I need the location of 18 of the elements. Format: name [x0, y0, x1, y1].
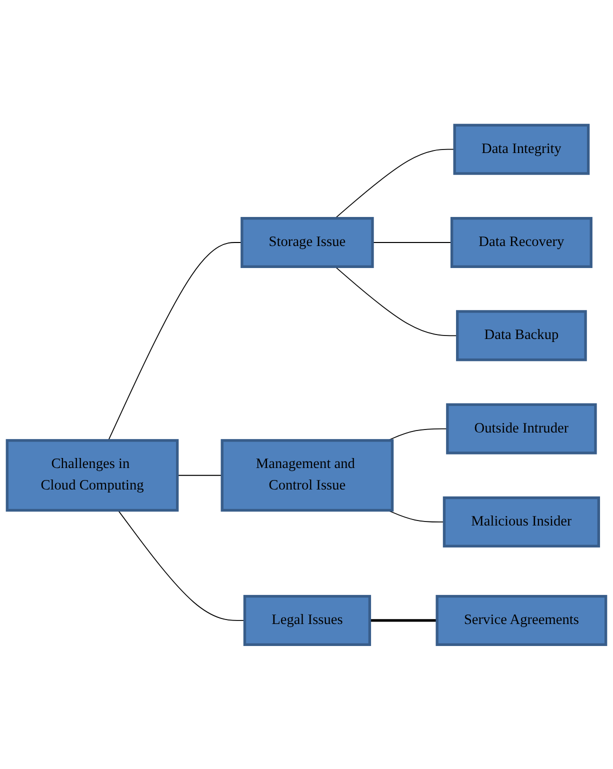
node-box: Data Backup — [456, 310, 587, 361]
node-box: Service Agreements — [436, 594, 608, 646]
connector — [372, 242, 452, 243]
connector — [334, 148, 456, 218]
connector — [387, 509, 445, 522]
node-box: Management and Control Issue — [220, 438, 394, 512]
node-box: Outside Intruder — [446, 402, 597, 454]
node-box: Data Integrity — [453, 123, 590, 174]
node-box: Challenges in Cloud Computing — [6, 438, 179, 512]
node-box: Storage Issue — [240, 216, 374, 268]
connector — [108, 242, 242, 440]
node-box: Legal Issues — [243, 594, 372, 646]
connector — [118, 509, 246, 620]
connector — [370, 618, 438, 622]
node-box: Data Recovery — [450, 216, 592, 268]
connector — [176, 474, 223, 476]
connector — [334, 266, 458, 336]
node-box: Malicious Insider — [442, 496, 600, 548]
